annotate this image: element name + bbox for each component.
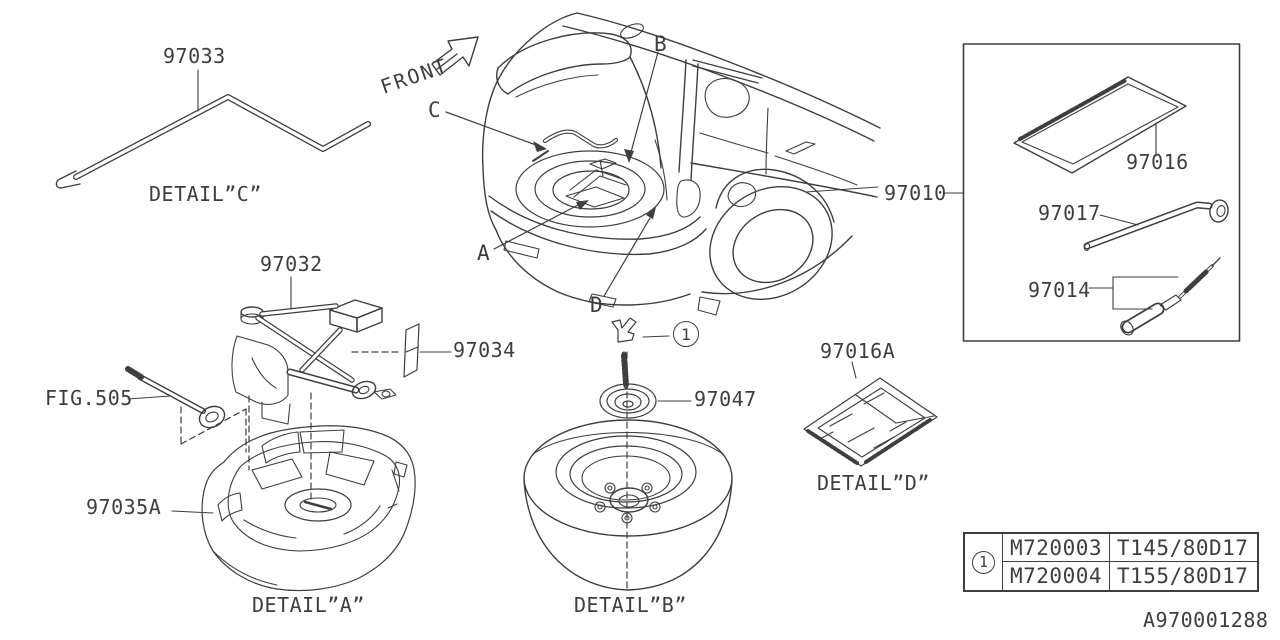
part-label-97016a: 97016A xyxy=(820,339,896,363)
detail-d-label: DETAIL”D” xyxy=(817,471,930,495)
spec-size-row2: T155/80D17 xyxy=(1117,564,1249,588)
foam-tray-97035a-illustration xyxy=(201,425,416,592)
part-label-97032: 97032 xyxy=(260,252,323,276)
pad-97034-illustration xyxy=(403,323,420,378)
mat-97016a-illustration xyxy=(803,377,938,467)
view-marker-a: A xyxy=(477,241,491,265)
view-marker-b: B xyxy=(654,32,668,56)
spec-code-row2: M720004 xyxy=(1003,562,1110,590)
leader-bracket-97014 xyxy=(1112,276,1179,310)
reference-arrow-d xyxy=(603,217,651,297)
diagram-code: A970001288 xyxy=(1143,608,1269,632)
callout-1-table-badge: 1 xyxy=(972,550,995,574)
wing-bolt-illustration xyxy=(611,317,637,389)
spec-table-marker-cell: 1 xyxy=(965,534,1003,590)
fig-reference-label: FIG.505 xyxy=(45,386,133,410)
tow-hook-rod-97033-illustration xyxy=(55,94,371,189)
front-direction-arrow xyxy=(431,36,479,76)
tire-spec-table: 1 M720003 T145/80D17 M720004 T155/80D17 xyxy=(963,532,1259,592)
wrench-97017-illustration xyxy=(1083,199,1229,251)
stowed-rod-sketch xyxy=(532,129,619,162)
dashed-projection-lines xyxy=(180,351,628,589)
reference-arrow-c xyxy=(445,111,537,146)
callout-1-badge: 1 xyxy=(673,321,699,347)
view-marker-c: C xyxy=(428,98,442,122)
part-label-97010: 97010 xyxy=(884,181,947,205)
jack-in-well-sketch xyxy=(565,158,627,208)
callout-1-table-number: 1 xyxy=(978,553,989,571)
spec-code-row1: M720003 xyxy=(1003,534,1110,562)
part-label-97016: 97016 xyxy=(1126,150,1189,174)
reference-arrows xyxy=(445,51,659,297)
reference-arrow-b xyxy=(629,51,659,157)
jack-97032-illustration xyxy=(231,299,397,425)
part-label-97047: 97047 xyxy=(694,387,757,411)
spare-tire-illustration xyxy=(523,419,733,591)
reference-arrow-a xyxy=(493,204,579,250)
part-label-97035a: 97035A xyxy=(86,495,162,519)
vehicle-rear-illustration xyxy=(481,12,881,316)
tool-kit-box-97010 xyxy=(962,43,1241,342)
washer-97047-illustration xyxy=(599,383,657,419)
tray-97016-illustration xyxy=(1013,76,1187,174)
part-label-97033: 97033 xyxy=(163,44,226,68)
view-marker-d: D xyxy=(590,293,604,317)
part-label-97014: 97014 xyxy=(1028,278,1091,302)
callout-1-number: 1 xyxy=(681,324,691,344)
driver-tool-97014-illustration xyxy=(1120,257,1221,336)
leader-lines xyxy=(127,69,1157,514)
part-label-97034: 97034 xyxy=(453,338,516,362)
detail-c-label: DETAIL”C” xyxy=(149,182,262,206)
detail-b-label: DETAIL”B” xyxy=(574,593,687,617)
eye-bolt-fig505-illustration xyxy=(125,366,226,429)
part-label-97017: 97017 xyxy=(1038,201,1101,225)
detail-a-label: DETAIL”A” xyxy=(252,593,365,617)
spec-size-row1: T145/80D17 xyxy=(1110,534,1257,562)
